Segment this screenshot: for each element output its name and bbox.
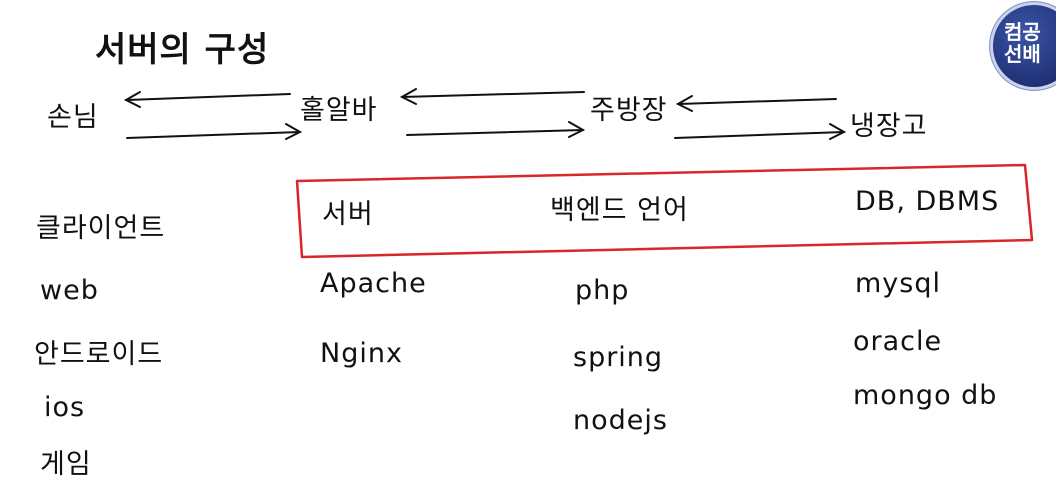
- logo-text-line1: 컴공: [1004, 20, 1041, 44]
- arrow-chef-to-hall: [399, 88, 585, 105]
- client-item-ios: ios: [44, 392, 86, 423]
- server-side-highlight-box: [295, 163, 1034, 259]
- arrow-fridge-to-chef: [675, 95, 837, 112]
- backend-item-php: php: [575, 275, 630, 306]
- flow-node-chef: 주방장: [590, 95, 668, 126]
- client-item-web: web: [40, 275, 99, 306]
- flow-node-hall: 홀알바: [300, 95, 378, 126]
- backend-item-spring: spring: [573, 342, 664, 373]
- arrow-chef-to-fridge: [674, 123, 847, 140]
- db-item-mysql: mysql: [855, 268, 941, 299]
- backend-header: 백엔드 언어: [550, 195, 689, 226]
- arrow-guest-to-hall: [126, 123, 303, 140]
- db-item-mongodb: mongo db: [853, 380, 998, 411]
- flow-node-fridge: 냉장고: [850, 111, 928, 142]
- client-item-game: 게임: [40, 449, 92, 480]
- channel-logo: 컴공 선배: [990, 2, 1056, 90]
- client-header: 클라이언트: [36, 213, 166, 244]
- db-item-oracle: oracle: [853, 326, 943, 357]
- page-title: 서버의 구성: [95, 30, 270, 70]
- flow-node-guest: 손님: [47, 102, 99, 133]
- server-header: 서버: [322, 199, 374, 230]
- server-item-apache: Apache: [320, 268, 427, 299]
- arrow-hall-to-chef: [406, 121, 586, 138]
- backend-item-nodejs: nodejs: [573, 405, 668, 436]
- server-item-nginx: Nginx: [320, 338, 403, 369]
- logo-text-line2: 선배: [1004, 42, 1041, 66]
- client-item-android: 안드로이드: [34, 339, 164, 370]
- db-header: DB, DBMS: [855, 186, 1000, 217]
- arrow-hall-to-guest: [123, 91, 291, 108]
